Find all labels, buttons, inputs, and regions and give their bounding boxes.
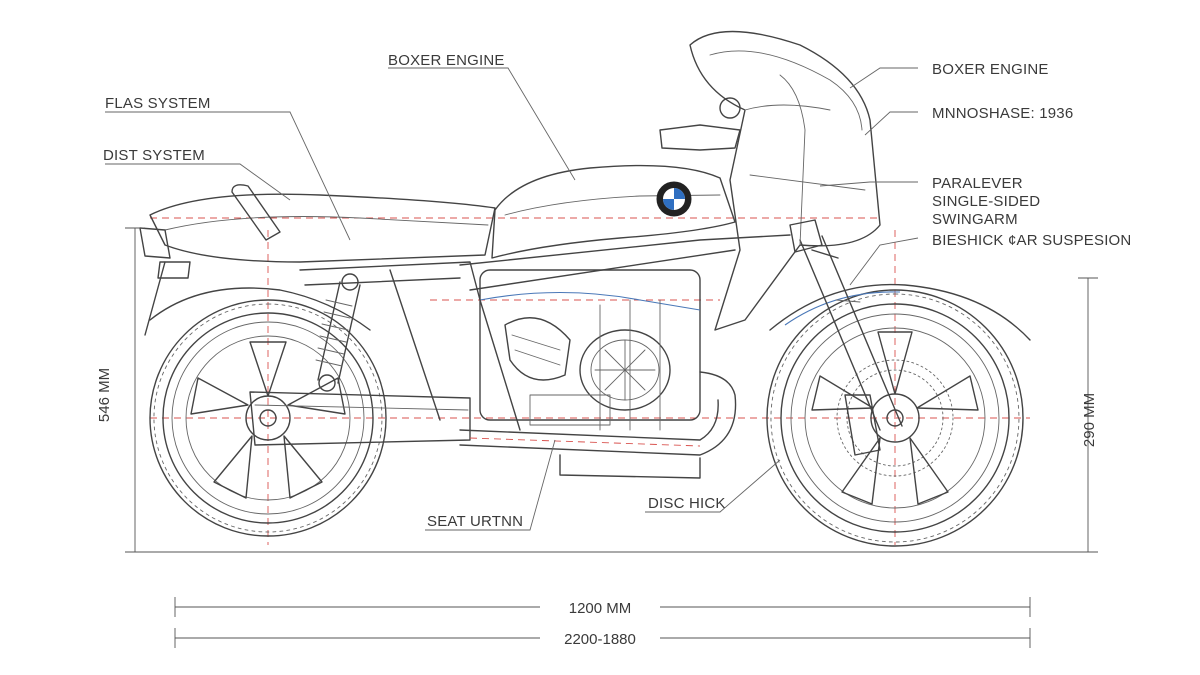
rear-suspension	[249, 273, 471, 446]
label-paralever-line-3: SWINGARM	[932, 211, 1018, 228]
label-paralever-line-1: PARALEVER	[932, 175, 1023, 192]
dimension-left-height: 546 MM	[96, 368, 113, 422]
label-paralever-line-2: SINGLE-SIDED	[932, 193, 1040, 210]
rear-wheel	[149, 299, 387, 537]
label-rear-suspension: BIESHICK ¢AR SUSPESION	[932, 232, 1131, 249]
dimension-lines	[125, 227, 1098, 648]
seat	[139, 184, 496, 336]
boxer-engine-block	[479, 269, 701, 431]
label-boxer-engine-right: BOXER ENGINE	[932, 61, 1049, 78]
label-dist-system: DIST SYSTEM	[103, 147, 205, 164]
dimension-right-height: 290 MM	[1081, 393, 1098, 447]
leader-lines	[105, 67, 919, 531]
dimension-length-range: 2200-1880	[564, 631, 636, 648]
front-fork	[769, 235, 1031, 456]
label-disc-hick: DISC HICK	[648, 495, 726, 512]
fuel-tank	[491, 164, 736, 259]
centerlines	[150, 217, 1030, 545]
label-seat-urtnn: SEAT URTNN	[427, 513, 523, 530]
exhaust	[459, 371, 737, 479]
label-boxer-engine-top: BOXER ENGINE	[388, 52, 505, 69]
dimension-length: 1200 MM	[569, 600, 632, 617]
frame	[299, 234, 791, 431]
front-wheel	[766, 289, 1024, 547]
label-flas-system: FLAS SYSTEM	[105, 95, 211, 112]
fairing	[659, 30, 881, 331]
label-mnnoshase: MNNOSHASE: 1936	[932, 105, 1073, 122]
bmw-roundel-icon	[656, 181, 692, 217]
